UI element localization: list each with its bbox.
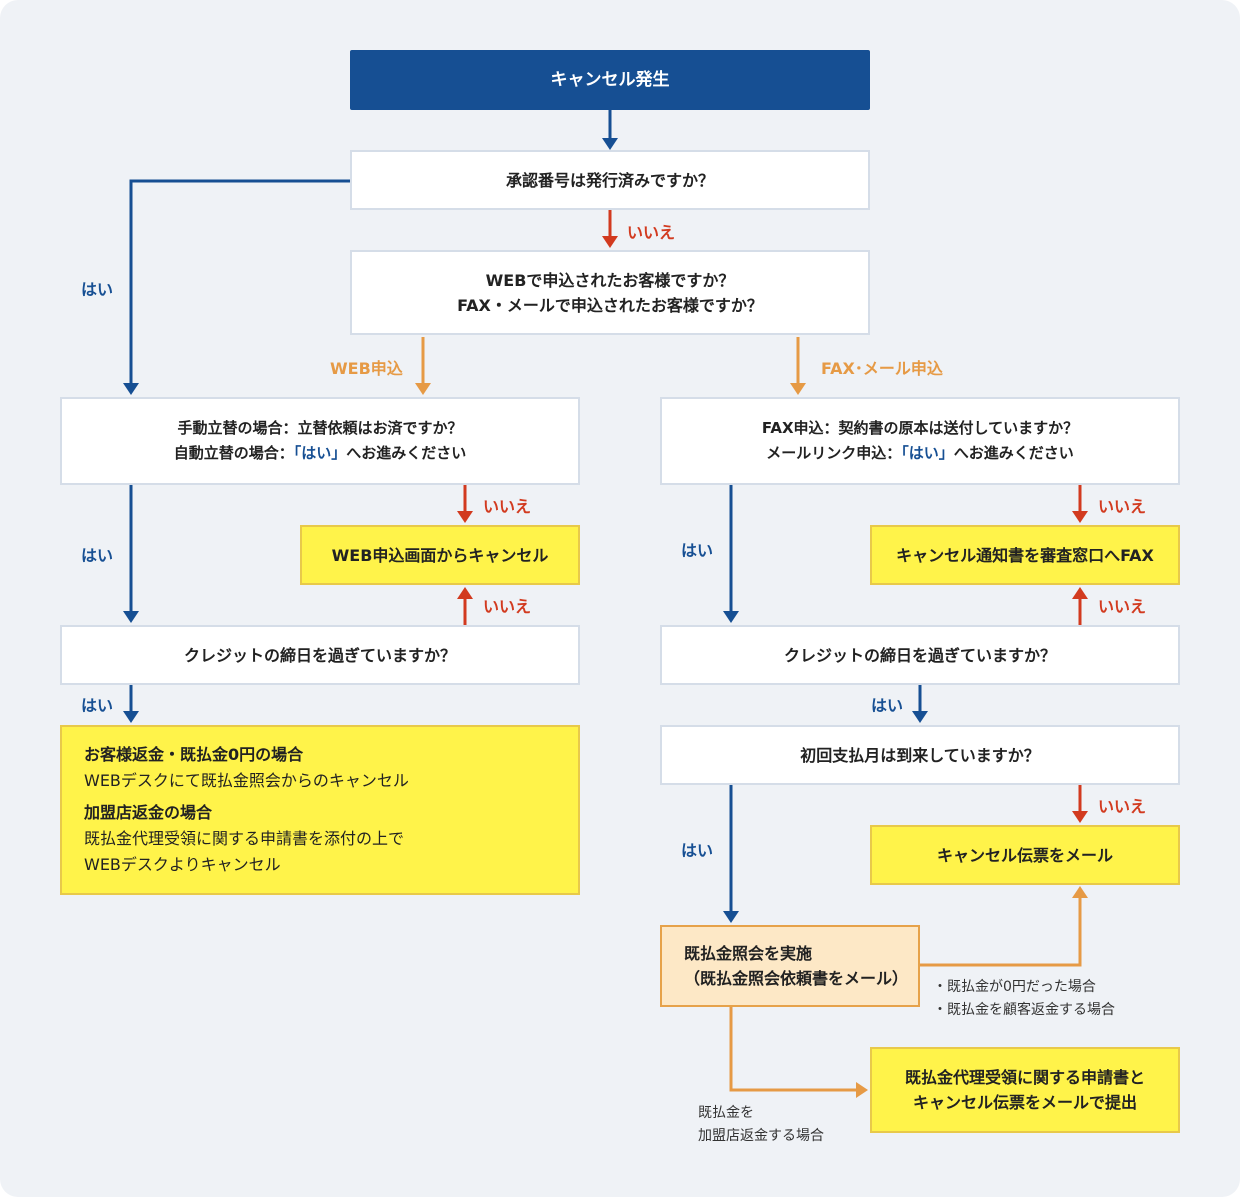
note-merchant-line1: 既払金を [698, 1105, 754, 1121]
arrowhead [1072, 886, 1088, 898]
inquiry-line2: （既払金照会依頼書をメール） [684, 969, 909, 988]
note-zero-line1: ・既払金が0円だった場合 [933, 979, 1096, 995]
arrowhead [856, 1082, 868, 1098]
arrowhead [602, 138, 618, 150]
action-application-and-slip: 既払金代理受領に関する申請書と キャンセル伝票をメールで提出 [870, 1047, 1180, 1133]
q3-right-line2: メールリンク申込：「はい」へお進みください [766, 444, 1074, 462]
q4-right-label: クレジットの締日を過ぎていますか？ [783, 645, 1056, 665]
label-yes-right-q4: はい [871, 696, 904, 715]
inquiry-line1: 既払金照会を実施 [684, 944, 813, 963]
note-zero-line2: ・既払金を顧客返金する場合 [933, 1002, 1115, 1018]
question-advance-request: 手動立替の場合：立替依頼はお済ですか？ 自動立替の場合：「はい」へお進みください [60, 397, 580, 485]
action-left-final: お客様返金・既払金0円の場合 WEBデスクにて既払金照会からのキャンセル 加盟店… [60, 725, 580, 895]
note-merchant-refund: 既払金を 加盟店返金する場合 [698, 1102, 824, 1148]
arrow-inquiry-to-mail [920, 896, 1082, 967]
arrowhead [123, 711, 139, 723]
left-final-text-2b: WEBデスクよりキャンセル [84, 855, 281, 874]
action-web-cancel: WEB申込画面からキャンセル [300, 525, 580, 585]
label-yes-left-q3: はい [81, 546, 114, 565]
arrow-q1-yes [129, 179, 350, 385]
final-right-line1: 既払金代理受領に関する申請書と [904, 1068, 1145, 1087]
q2-line1: WEBで申込されたお客様ですか？ [485, 270, 735, 290]
label-yes-right-q3: はい [681, 541, 714, 560]
question-first-payment: 初回支払月は到来していますか？ [660, 725, 1180, 785]
q2-line2: FAX・メールで申込されたお客様ですか？ [457, 295, 763, 315]
arrowhead [123, 611, 139, 623]
label-no-left-q3: いいえ [483, 497, 532, 516]
label-no-q1: いいえ [627, 223, 676, 242]
label-web: WEB申込 [330, 359, 403, 378]
action-cancel-slip-mail: キャンセル伝票をメール [870, 825, 1180, 885]
label-yes-q1: はい [81, 280, 114, 299]
arrowhead [1072, 587, 1088, 599]
left-final-text-1: WEBデスクにて既払金照会からのキャンセル [84, 771, 409, 790]
question-closing-date-right: クレジットの締日を過ぎていますか？ [660, 625, 1180, 685]
arrowhead [415, 383, 431, 395]
question-closing-date-left: クレジットの締日を過ぎていますか？ [60, 625, 580, 685]
arrowhead [123, 383, 139, 395]
left-final-heading-1: お客様返金・既払金0円の場合 [84, 745, 304, 764]
note-merchant-line2: 加盟店返金する場合 [698, 1128, 824, 1144]
q3-left-line1: 手動立替の場合：立替依頼はお済ですか？ [177, 419, 463, 437]
label-no-right-q4: いいえ [1098, 597, 1147, 616]
label-no-right-q3: いいえ [1098, 497, 1147, 516]
action-payment-inquiry: 既払金照会を実施 （既払金照会依頼書をメール） [660, 925, 920, 1007]
arrowhead [723, 611, 739, 623]
label-yes-q5: はい [681, 841, 714, 860]
question-approval-number-label: 承認番号は発行済みですか？ [505, 170, 714, 190]
arrowhead [457, 587, 473, 599]
arrow-inquiry-to-final [729, 1007, 858, 1092]
start-node: キャンセル発生 [350, 50, 870, 110]
label-no-left-q4: いいえ [483, 597, 532, 616]
label-no-q5: いいえ [1098, 797, 1147, 816]
q4-left-label: クレジットの締日を過ぎていますか？ [183, 645, 456, 665]
arrowhead [912, 711, 928, 723]
label-yes-left-q4: はい [81, 696, 114, 715]
action-web-cancel-label: WEB申込画面からキャンセル [331, 545, 549, 565]
action-fax-cancel: キャンセル通知書を審査窓口へFAX [870, 525, 1180, 585]
q3-right-line1: FAX申込：契約書の原本は送付していますか？ [761, 419, 1079, 437]
note-zero-or-refund: ・既払金が0円だった場合 ・既払金を顧客返金する場合 [933, 976, 1115, 1022]
arrowhead [1072, 811, 1088, 823]
cancel-slip-mail-label: キャンセル伝票をメール [936, 845, 1113, 865]
arrowhead [457, 511, 473, 523]
question-contract-sent: FAX申込：契約書の原本は送付していますか？ メールリンク申込：「はい」へお進み… [660, 397, 1180, 485]
left-final-text-2a: 既払金代理受領に関する申請書を添付の上で [84, 829, 405, 848]
q3-left-line2: 自動立替の場合：「はい」へお進みください [173, 444, 467, 462]
arrowhead [1072, 511, 1088, 523]
start-node-label: キャンセル発生 [550, 69, 670, 90]
arrowhead [723, 911, 739, 923]
q5-label: 初回支払月は到来していますか？ [800, 745, 1040, 765]
question-application-channel: WEBで申込されたお客様ですか？ FAX・メールで申込されたお客様ですか？ [350, 250, 870, 335]
final-right-line2: キャンセル伝票をメールで提出 [912, 1093, 1137, 1112]
left-final-heading-2: 加盟店返金の場合 [84, 803, 213, 822]
label-fax: FAX･メール申込 [821, 359, 943, 378]
arrowhead [790, 383, 806, 395]
action-fax-cancel-label: キャンセル通知書を審査窓口へFAX [896, 545, 1154, 565]
question-approval-number: 承認番号は発行済みですか？ [350, 150, 870, 210]
arrowhead [602, 236, 618, 248]
